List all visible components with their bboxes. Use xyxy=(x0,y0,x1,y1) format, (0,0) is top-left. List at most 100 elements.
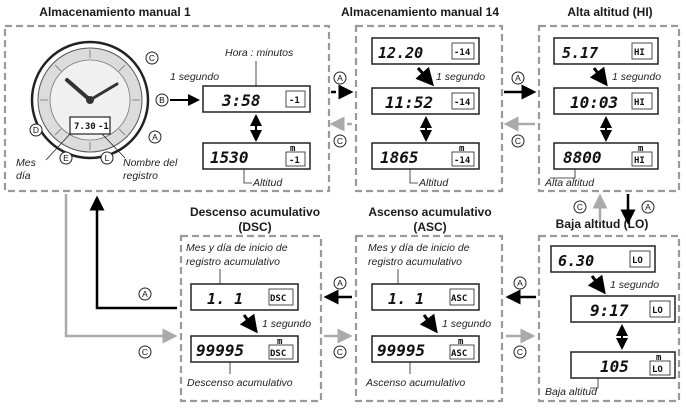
label-one-second-asc: 1 segundo xyxy=(442,318,491,330)
label-start-date-dsc-1: Mes y día de inicio de xyxy=(186,242,288,254)
svg-text:C: C xyxy=(515,136,521,146)
display-lo-time: 9:17 LO xyxy=(570,295,676,323)
label-record-name-1: Nombre del xyxy=(123,157,178,169)
svg-text:-1: -1 xyxy=(289,156,300,166)
button-c[interactable]: C xyxy=(145,51,159,65)
svg-text:1. 1: 1. 1 xyxy=(388,290,424,308)
svg-text:C: C xyxy=(149,53,155,63)
title-manual-1: Almacenamiento manual 1 xyxy=(39,5,191,19)
svg-text:-14: -14 xyxy=(454,156,471,166)
svg-text:6.30: 6.30 xyxy=(558,252,594,270)
display-hi-date: 5.17 HI xyxy=(553,37,659,65)
panel-descent xyxy=(179,234,323,403)
svg-text:B: B xyxy=(159,95,165,105)
label-record-name-2: registro xyxy=(123,170,158,182)
svg-text:DSC: DSC xyxy=(270,294,286,304)
svg-text:A: A xyxy=(337,73,343,83)
watch-date: 7.30 xyxy=(74,122,96,132)
svg-text:A: A xyxy=(645,202,651,212)
svg-text:A: A xyxy=(337,278,343,288)
svg-text:11:52: 11:52 xyxy=(385,93,433,112)
panel-low-altitude xyxy=(537,234,681,403)
svg-text:ASC: ASC xyxy=(451,294,467,304)
title-ascent-code: (ASC) xyxy=(413,220,446,234)
svg-text:A: A xyxy=(152,132,158,142)
label-start-date-asc-1: Mes y día de inicio de xyxy=(368,242,470,254)
svg-text:-14: -14 xyxy=(454,98,471,108)
display-hi-time: 10:03 HI xyxy=(553,87,659,115)
svg-text:-1: -1 xyxy=(289,96,300,106)
title-descent: Descenso acumulativo xyxy=(190,205,320,219)
display-asc-date: 1. 1 ASC xyxy=(371,283,480,311)
button-a[interactable]: A xyxy=(148,130,162,144)
svg-text:1530: 1530 xyxy=(210,148,249,167)
display-m1-time: 3:58 -1 xyxy=(202,85,311,113)
label-ascent-total: Ascenso acumulativo xyxy=(365,377,465,389)
svg-text:1. 1: 1. 1 xyxy=(207,290,243,308)
label-time: Hora : minutos xyxy=(225,47,294,59)
svg-text:m: m xyxy=(459,144,465,154)
flow-label-c-m14-m1: C xyxy=(333,134,347,148)
flow-label-c-asc-lo: C xyxy=(513,345,527,359)
svg-text:LO: LO xyxy=(652,306,663,316)
flow-label-c-hi-m14: C xyxy=(511,134,525,148)
svg-text:99995: 99995 xyxy=(377,341,425,360)
svg-text:8800: 8800 xyxy=(563,148,602,167)
flow-label-a-hi-lo: A xyxy=(641,200,655,214)
svg-text:105: 105 xyxy=(600,357,629,376)
display-lo-date: 6.30 LO xyxy=(550,245,656,273)
display-m14-time: 11:52 -14 xyxy=(371,87,480,115)
svg-text:HI: HI xyxy=(634,98,645,108)
svg-text:C: C xyxy=(337,347,343,357)
display-dsc-total: 99995 m DSC xyxy=(190,335,299,363)
svg-text:C: C xyxy=(337,136,343,146)
svg-text:D: D xyxy=(33,125,39,135)
label-low-altitude: Baja altitud xyxy=(545,386,598,398)
flow-label-c-m1-dsc: C xyxy=(138,345,152,359)
title-ascent: Ascenso acumulativo xyxy=(368,205,491,219)
svg-text:m: m xyxy=(638,144,644,154)
svg-text:LO: LO xyxy=(652,365,663,375)
label-one-second-hi: 1 segundo xyxy=(612,71,661,83)
display-lo-altitude: 105 m LO xyxy=(570,351,676,379)
flow-label-a-lo-asc: A xyxy=(513,276,527,290)
svg-text:LO: LO xyxy=(632,256,643,266)
panel-high-altitude xyxy=(537,24,681,193)
flow-label-a-m1-m14: A xyxy=(333,71,347,85)
flow-label-c-dsc-asc: C xyxy=(333,345,347,359)
button-l[interactable]: L xyxy=(100,151,114,165)
svg-text:1865: 1865 xyxy=(380,148,419,167)
display-m14-date: 12.20 -14 xyxy=(371,37,480,65)
label-start-date-dsc-2: registro acumulativo xyxy=(186,256,280,268)
panel-ascent xyxy=(354,234,504,403)
title-low-altitude: Baja altitud (LO) xyxy=(556,217,649,231)
label-one-second-dsc: 1 segundo xyxy=(262,318,311,330)
svg-text:3:58: 3:58 xyxy=(221,91,261,110)
label-altitude-m1: Altitud xyxy=(252,177,283,189)
display-hi-altitude: 8800 m HI xyxy=(553,142,659,170)
label-descent-total: Descenso acumulativo xyxy=(187,377,293,389)
button-b[interactable]: B xyxy=(155,93,169,107)
svg-text:C: C xyxy=(577,202,583,212)
svg-text:HI: HI xyxy=(634,156,645,166)
display-asc-total: 99995 m ASC xyxy=(371,335,480,363)
button-e[interactable]: E xyxy=(59,151,73,165)
svg-text:A: A xyxy=(142,289,148,299)
svg-text:m: m xyxy=(277,337,283,347)
svg-text:10:03: 10:03 xyxy=(570,93,618,112)
label-high-altitude: Alta altitud xyxy=(544,177,595,189)
svg-text:DSC: DSC xyxy=(270,349,286,359)
flow-label-a-dsc-m1: A xyxy=(138,287,152,301)
label-altitude-m14: Altitud xyxy=(418,177,449,189)
button-d[interactable]: D xyxy=(29,123,43,137)
svg-text:5.17: 5.17 xyxy=(562,44,598,62)
watch-illustration: 7.30 -1 xyxy=(30,40,150,160)
svg-text:-14: -14 xyxy=(454,48,471,58)
svg-text:A: A xyxy=(515,73,521,83)
svg-text:m: m xyxy=(656,353,662,363)
svg-text:C: C xyxy=(142,347,148,357)
title-manual-14: Almacenamiento manual 14 xyxy=(341,5,499,19)
flow-label-c-lo-hi: C xyxy=(573,200,587,214)
svg-text:99995: 99995 xyxy=(196,341,244,360)
label-one-second-m1: 1 segundo xyxy=(170,71,219,83)
